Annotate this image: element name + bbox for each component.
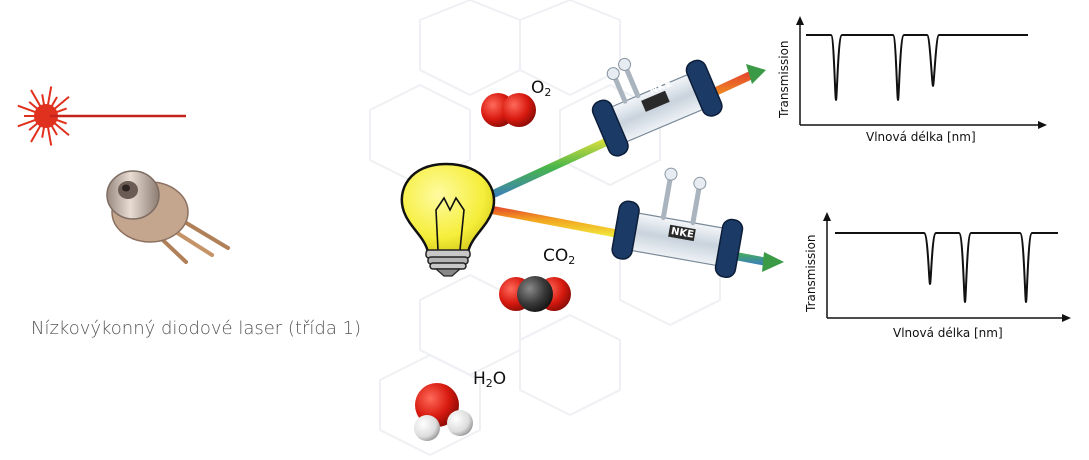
co2-label: CO2	[543, 246, 575, 267]
laser-starburst-icon	[17, 86, 76, 146]
co2-label-base: CO	[543, 246, 569, 266]
spectrum-lower-y-arrow	[823, 212, 831, 221]
spectrum-lower-ylabel: Transmission	[804, 234, 818, 312]
spectrum-upper	[796, 16, 1047, 129]
spectrum-lower	[823, 212, 1071, 322]
starburst-core	[34, 104, 58, 128]
spectrum-lower-xlabel: Vlnová délka [nm]	[893, 326, 1003, 340]
gas-cell-upper	[591, 57, 723, 157]
spectrum-upper-x-arrow	[1038, 121, 1047, 129]
light-bulb-icon	[400, 162, 496, 277]
co2-molecule-icon	[499, 276, 571, 312]
laser-diode-icon	[106, 170, 230, 264]
spectrum-upper-trace	[806, 34, 1028, 102]
spectrum-lower-x-arrow	[1062, 314, 1071, 322]
co2-label-sub: 2	[568, 254, 576, 267]
spectrum-upper-y-arrow	[796, 16, 804, 25]
spectrum-upper-ylabel: Transmission	[777, 40, 791, 118]
o2-label-sub: 2	[544, 86, 552, 99]
spectrum-upper-xlabel: Vlnová délka [nm]	[866, 130, 976, 144]
h2o-label-tail: O	[492, 369, 507, 389]
gas-cell-lower	[611, 167, 744, 278]
o2-molecule-icon	[481, 93, 536, 127]
h2o-molecule-icon	[414, 383, 473, 441]
spectrum-lower-trace	[835, 232, 1058, 304]
h2o-label: H2O	[473, 369, 506, 390]
o2-label: O2	[531, 78, 551, 99]
h2o-label-sub: 2	[485, 377, 493, 390]
h2o-label-base: H	[473, 369, 486, 389]
o2-label-base: O	[531, 78, 545, 98]
laser-caption: Nízkovýkonný diodové laser (třída 1)	[31, 318, 362, 339]
